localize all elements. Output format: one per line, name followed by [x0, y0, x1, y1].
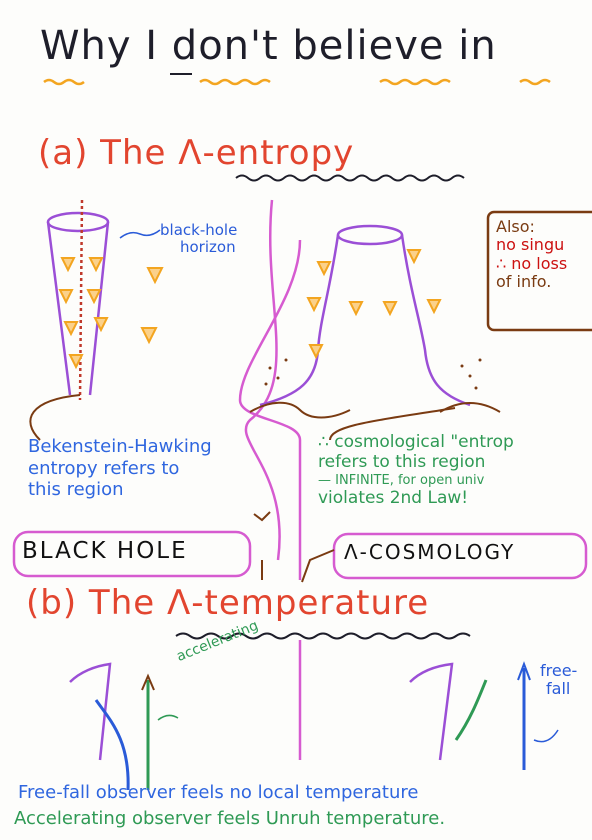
free-fall-label: free- fall: [540, 662, 577, 697]
title-underline-1: [43, 78, 85, 86]
title-underline-4: [519, 78, 551, 86]
black-hole-box: [12, 530, 252, 578]
also-line4: of info.: [496, 272, 552, 292]
left-blue-observer: [94, 699, 130, 791]
footer-line-2: Accelerating observer feels Unruh temper…: [14, 808, 446, 829]
bh-entropy-description: Bekenstein-Hawking entropy refers to thi…: [28, 436, 212, 501]
bh-desc-line2: entropy refers to: [28, 457, 180, 479]
bh-light-cones: [58, 257, 164, 370]
cosmo-pointer: [329, 407, 456, 441]
bh-horizon-top: [46, 211, 110, 233]
freefall-pointer: [533, 729, 559, 743]
also-note: Also: no singu ∴ no loss of info.: [496, 217, 568, 292]
temperature-underline: [175, 632, 471, 640]
center-divider: [244, 199, 281, 561]
center-divider-2: [238, 239, 302, 580]
cosmo-shape: [259, 234, 471, 407]
cosmology-box: [332, 532, 588, 580]
bh-desc-line3: this region: [28, 479, 124, 501]
left-brown-arrow: [141, 673, 155, 691]
black-hole-label: BLACK HOLE: [22, 538, 188, 564]
section-a-heading: (a) The Λ-entropy: [38, 133, 355, 173]
cosmo-dots: [264, 358, 482, 390]
bh-region-pointer: [29, 394, 81, 441]
title-underline-3: [379, 78, 451, 86]
section-b-heading: (b) The Λ-temperature: [26, 583, 430, 623]
also-line1: Also:: [496, 217, 535, 236]
cosmo-desc-line2: refers to this region: [318, 452, 486, 473]
lambda-cosmology-label: Λ-COSMOLOGY: [344, 540, 516, 564]
bh-horizon-line1: black-hole: [160, 221, 238, 239]
page-title: Why I don't believe in: [40, 23, 497, 69]
cosmo-bottom-wave: [249, 401, 501, 419]
cosmo-light-cones: [306, 249, 442, 360]
right-blue-arrow: [517, 661, 531, 681]
accel-pointer: [157, 714, 179, 721]
also-line3: ∴ no loss: [496, 253, 568, 273]
bh-horizon-line2: horizon: [180, 238, 236, 257]
cosmo-entropy-description: ∴ cosmological "entrop refers to this re…: [318, 432, 514, 509]
bh-horizon-pointer: [119, 229, 161, 239]
footer-line-1: Free-fall observer feels no local temper…: [18, 782, 419, 803]
also-line2: no singu: [496, 235, 565, 255]
cosmo-desc-line4: violates 2nd Law!: [318, 488, 469, 509]
bh-desc-line1: Bekenstein-Hawking: [28, 436, 212, 457]
cosmo-desc-line3: — INFINITE, for open univ: [318, 472, 485, 488]
entropy-underline: [235, 174, 465, 182]
right-green-observer: [454, 679, 488, 741]
title-underline-2: [199, 78, 271, 86]
box-arrows: [253, 511, 335, 583]
cosmo-desc-line1: ∴ cosmological "entrop: [318, 432, 514, 452]
free-fall-line1: free-: [540, 661, 578, 680]
bh-cone: [46, 221, 110, 396]
right-horizon: [409, 662, 454, 761]
left-horizon: [69, 662, 112, 761]
bh-horizon-label: black-hole horizon: [160, 221, 238, 257]
free-fall-line2: fall: [546, 678, 571, 698]
also-box: [486, 210, 592, 332]
cosmo-top: [336, 224, 404, 246]
